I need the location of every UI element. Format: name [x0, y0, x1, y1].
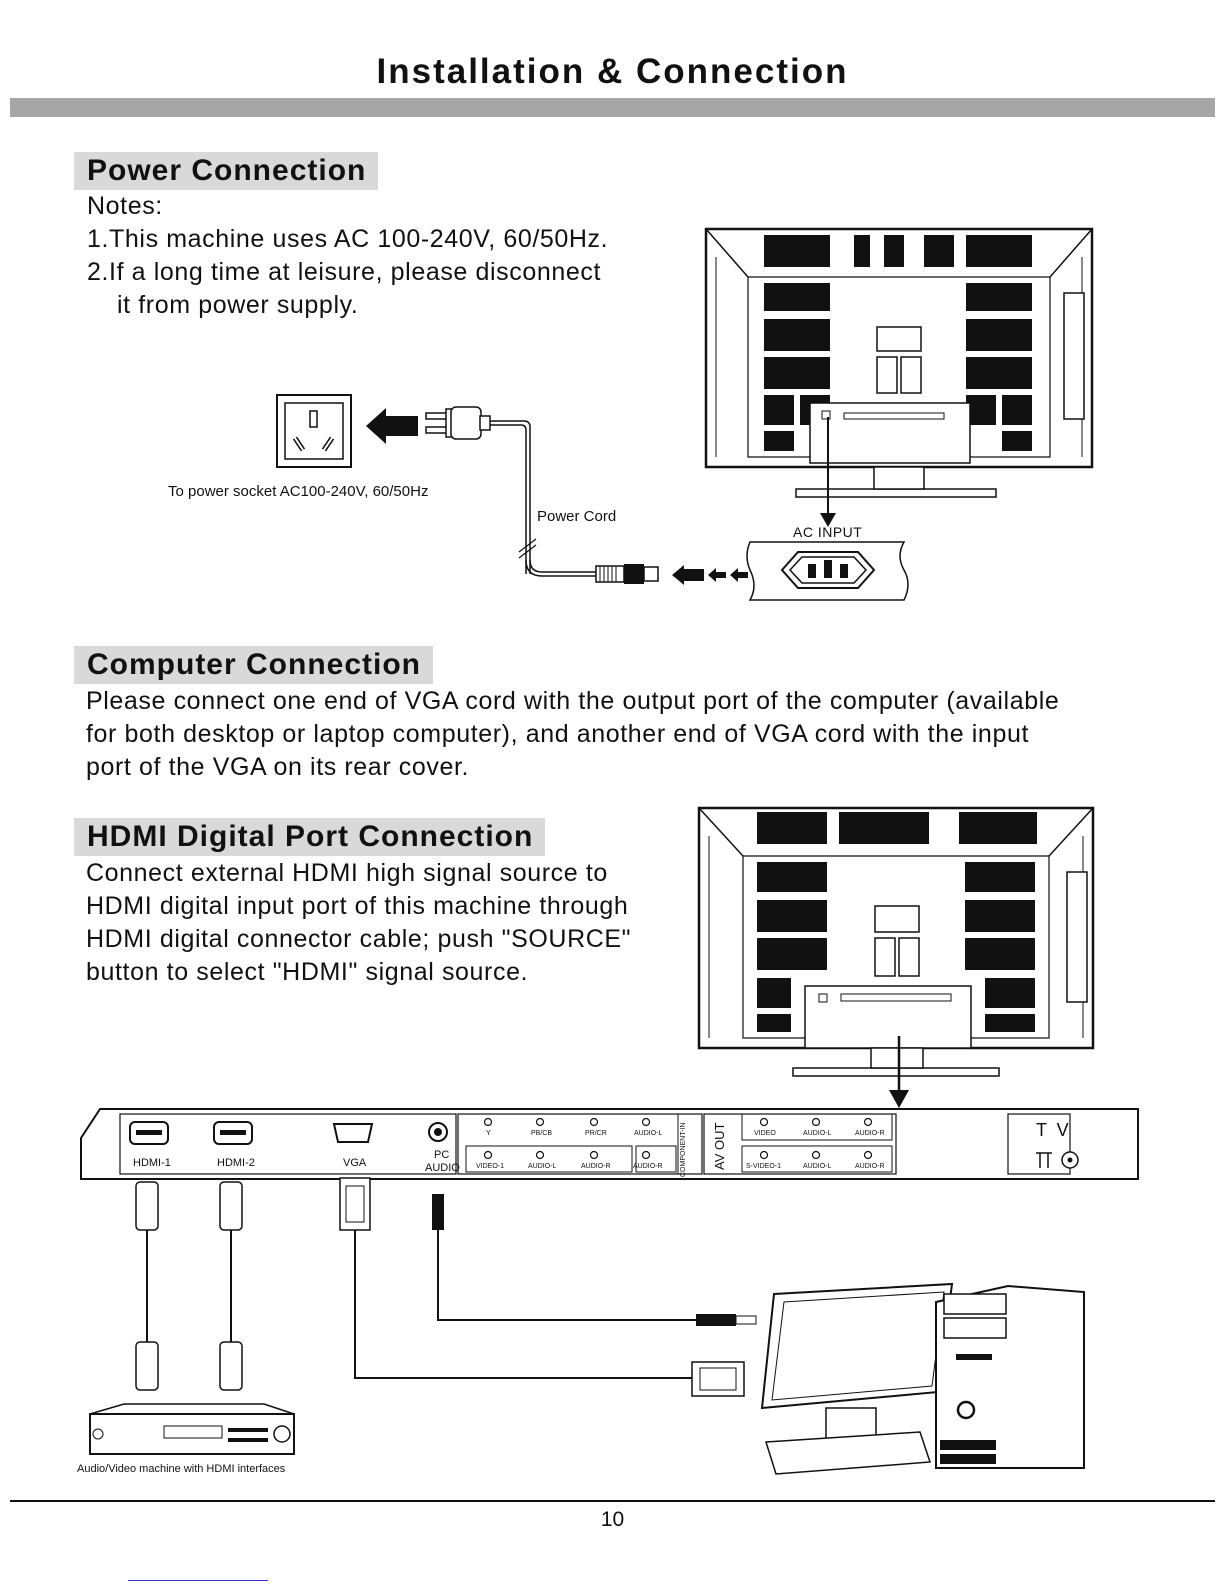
title-bar	[10, 98, 1215, 117]
prcr-label: PR/CR	[585, 1130, 607, 1137]
hdmi-text-line-4: button to select "HDMI" signal source.	[86, 958, 529, 986]
svideo-audio-l-label: AUDIO-L	[803, 1163, 832, 1170]
av-video-label: VIDEO	[754, 1130, 776, 1137]
hdmi-connection-heading: HDMI Digital Port Connection	[74, 818, 546, 856]
av-audio-r-label: AUDIO-R	[855, 1130, 885, 1137]
component-audio-r-label: AUDIO-R	[633, 1163, 663, 1170]
video1-audio-l-label: AUDIO-L	[528, 1163, 557, 1170]
ac-input-label: AC INPUT	[793, 524, 863, 540]
power-cord-label: Power Cord	[537, 508, 617, 525]
computer-text-line-2: for both desktop or laptop computer), an…	[86, 720, 1029, 748]
y-label: Y	[486, 1130, 491, 1137]
notes-label: Notes:	[87, 192, 163, 220]
bottom-rule	[10, 1500, 1215, 1502]
power-cord-connector	[525, 559, 659, 584]
connection-cables	[135, 1177, 757, 1397]
hdmi-2-label: HDMI-2	[217, 1157, 255, 1169]
av-audio-l-label: AUDIO-L	[803, 1130, 832, 1137]
ac-input-socket-icon	[746, 541, 909, 601]
computer-text-line-3: port of the VGA on its rear cover.	[86, 753, 470, 781]
vga-label: VGA	[343, 1157, 367, 1169]
tv-antenna-label: T V	[1036, 1120, 1069, 1140]
hdmi-text-line-2: HDMI digital input port of this machine …	[86, 892, 629, 920]
hdmi-1-label: HDMI-1	[133, 1157, 171, 1169]
tv-rear-panel-bottom	[697, 806, 1095, 1108]
page-number: 10	[600, 1508, 625, 1531]
tv-rear-panel-top	[704, 227, 1094, 527]
svideo-1-label: S-VIDEO-1	[746, 1163, 782, 1170]
video1-audio-r-label: AUDIO-R	[581, 1163, 611, 1170]
arrow-left-icon	[366, 408, 418, 444]
connector-panel	[80, 1108, 1139, 1180]
video-1-label: VIDEO-1	[476, 1163, 505, 1170]
page-title: Installation & Connection	[376, 52, 849, 91]
socket-caption: To power socket AC100-240V, 60/50Hz	[168, 483, 429, 500]
footer-link-underline	[128, 1580, 268, 1581]
component-audio-l-label: AUDIO-L	[634, 1130, 663, 1137]
power-note-1: 1.This machine uses AC 100-240V, 60/50Hz…	[87, 225, 609, 253]
pc-label: PC	[434, 1149, 450, 1161]
hdmi-text-line-1: Connect external HDMI high signal source…	[86, 859, 608, 887]
power-plug-icon	[425, 406, 537, 574]
dvd-caption: Audio/Video machine with HDMI interfaces	[77, 1463, 286, 1475]
computer-text-line-1: Please connect one end of VGA cord with …	[86, 687, 1060, 715]
computer-connection-heading: Computer Connection	[74, 646, 433, 684]
av-out-label: AV OUT	[712, 1122, 727, 1170]
power-connection-heading: Power Connection	[74, 152, 379, 190]
power-note-2-cont: it from power supply.	[117, 291, 359, 319]
component-in-label: COMPONENT-IN	[680, 1122, 687, 1177]
dvd-player-icon	[89, 1403, 295, 1455]
pc-audio-label: AUDIO	[425, 1162, 460, 1174]
computer-icon	[760, 1282, 1085, 1475]
power-note-2: 2.If a long time at leisure, please disc…	[87, 258, 601, 286]
pbcb-label: PB/CB	[531, 1130, 553, 1137]
svideo-audio-r-label: AUDIO-R	[855, 1163, 885, 1170]
wall-socket-icon	[276, 394, 352, 468]
hdmi-text-line-3: HDMI digital connector cable; push "SOUR…	[86, 925, 632, 953]
